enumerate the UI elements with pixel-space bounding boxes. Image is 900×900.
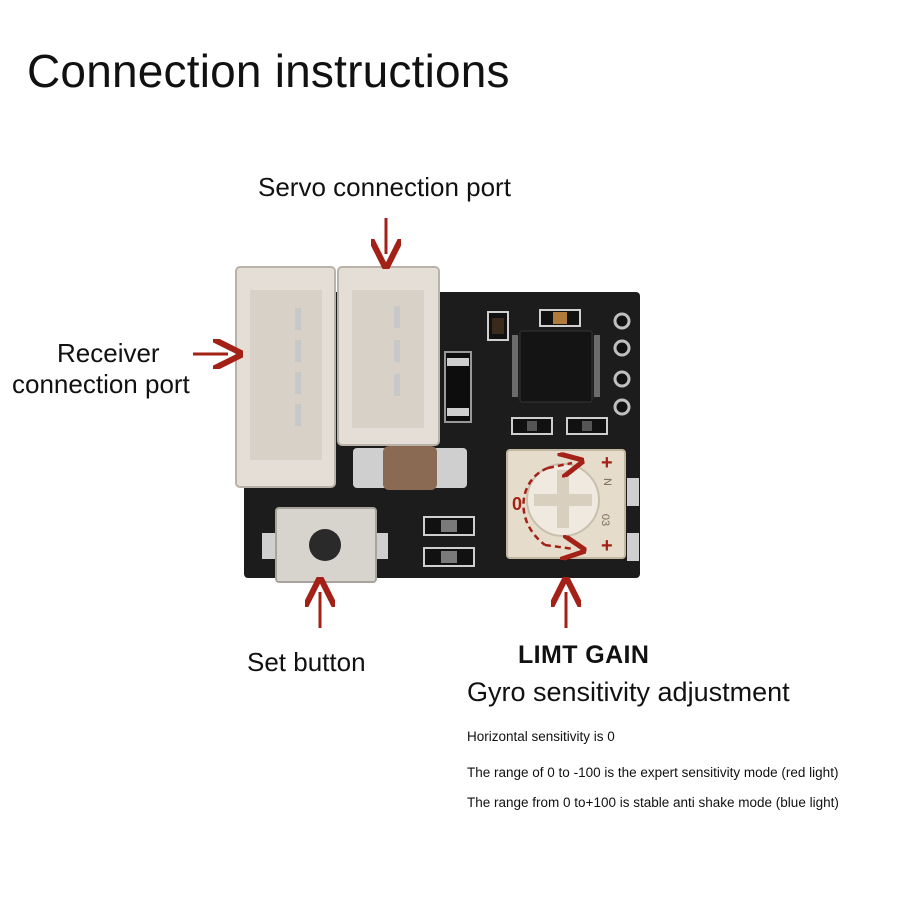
potentiometer	[506, 449, 626, 558]
pointer-arrows	[193, 218, 566, 628]
servo-port-label: Servo connection port	[258, 172, 511, 202]
pot-zero-mark: 0	[512, 494, 523, 514]
note-expert-mode: The range of 0 to -100 is the expert sen…	[467, 765, 839, 780]
note-stable-mode: The range from 0 to+100 is stable anti s…	[467, 795, 839, 810]
pot-plus-bottom: +	[601, 535, 613, 557]
smd-components	[423, 309, 639, 567]
gyro-adjustment-label: Gyro sensitivity adjustment	[467, 677, 790, 707]
pot-code-top: N	[600, 478, 613, 486]
note-horizontal: Horizontal sensitivity is 0	[467, 729, 615, 744]
gyro-ic-chip	[512, 330, 600, 403]
pot-plus-top: +	[601, 452, 613, 474]
limit-gain-label: LIMT GAIN	[518, 641, 650, 669]
receiver-port-label: Receiver connection port	[12, 338, 190, 400]
set-button-label: Set button	[247, 647, 366, 677]
pot-code-bottom: 03	[599, 513, 612, 527]
set-button-switch	[262, 507, 388, 583]
receiver-port-label-line2: connection port	[12, 369, 190, 399]
page-title: Connection instructions	[27, 45, 510, 97]
receiver-port-label-line1: Receiver	[57, 338, 160, 368]
capacitor	[353, 446, 467, 490]
receiver-connector	[235, 266, 336, 488]
solder-pads	[613, 312, 631, 416]
servo-connector	[337, 266, 440, 446]
